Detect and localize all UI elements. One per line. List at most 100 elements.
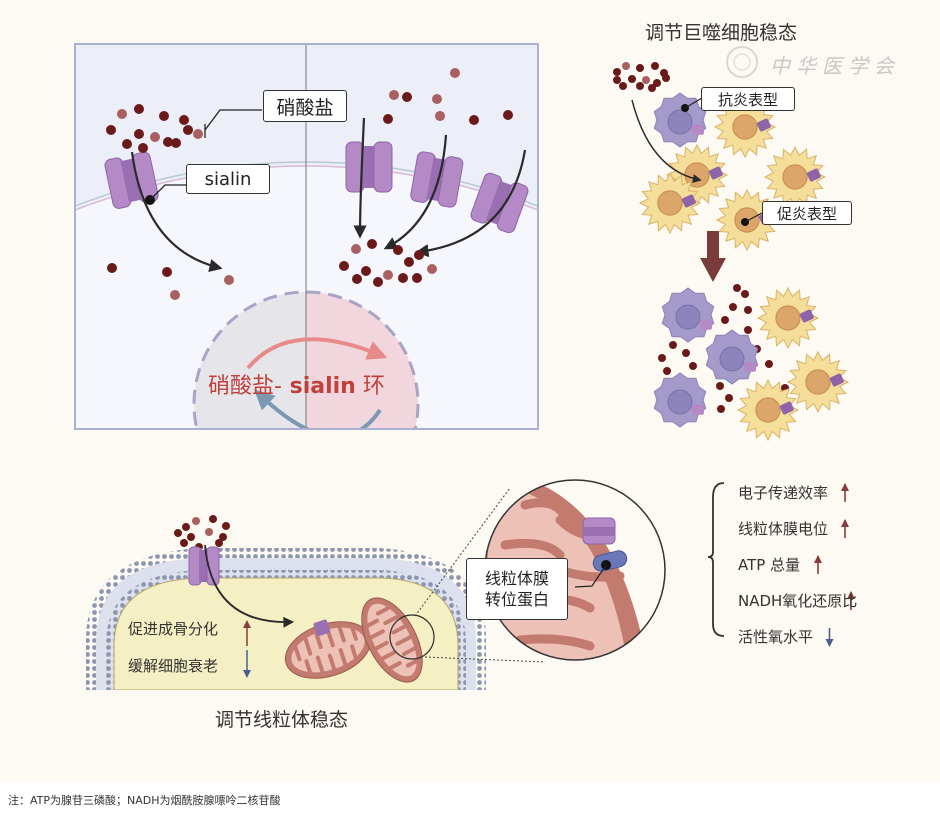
- effect-senescence: 缓解细胞衰老: [128, 657, 219, 675]
- nitrate-particle: [159, 111, 169, 121]
- down-arrow-icon: [825, 628, 834, 647]
- nitrate-particle: [450, 68, 460, 78]
- up-arrow-osteogenic: [243, 620, 251, 646]
- nitrate-particle: [182, 523, 190, 531]
- nitrate-particle: [351, 244, 361, 254]
- nitrate-particle: [162, 267, 172, 277]
- cycle-label-suffix: 环: [355, 374, 385, 399]
- sialin-label: sialin: [186, 164, 270, 194]
- nitrate-particle: [435, 111, 445, 121]
- effect-item: 活性氧水平: [738, 628, 814, 646]
- nitrate-particle: [414, 250, 424, 260]
- nitrate-particle: [628, 75, 636, 83]
- sialin-transporter-right-1: [345, 141, 393, 193]
- macrophage-pro-inflammatory: [638, 171, 702, 235]
- cycle-left-half: [194, 292, 306, 429]
- up-arrow-icon: [814, 555, 822, 574]
- nitrate-particle: [134, 104, 144, 114]
- nitrate-particle: [174, 529, 182, 537]
- nitrate-particle: [689, 362, 697, 370]
- anti-inflammatory-label-text: 抗炎表型: [717, 90, 778, 109]
- nitrate-sialin-panel: [75, 44, 538, 429]
- nitrate-particle: [339, 261, 349, 271]
- up-arrow-icon: [847, 591, 855, 610]
- nitrate-particle: [427, 264, 437, 274]
- nitrate-particle: [183, 125, 193, 135]
- macrophage-title: 调节巨噬细胞稳态: [645, 22, 798, 44]
- cycle-blue-arrow: [254, 389, 382, 429]
- nitrate-particle: [636, 64, 644, 72]
- transition-down-arrow: [700, 231, 726, 282]
- nitrate-particle: [744, 326, 752, 334]
- nitrate-particle: [716, 382, 724, 390]
- nitrate-particle: [352, 274, 362, 284]
- nitrate-particle: [717, 405, 725, 413]
- sialin-label-text: sialin: [204, 168, 252, 190]
- nitrate-particle: [642, 76, 650, 84]
- cycle-right-half: [306, 292, 418, 429]
- cell-transport-arrow: [204, 544, 295, 628]
- nitrate-particle: [733, 284, 741, 292]
- translocator-label-line2: 转位蛋白: [484, 590, 549, 609]
- nitrate-particle: [619, 82, 627, 90]
- macrophage-pro-inflammatory: [713, 95, 777, 159]
- nitrate-particle: [180, 539, 188, 547]
- nitrate-particle: [412, 273, 422, 283]
- nitrate-particle: [106, 125, 116, 135]
- nitrate-particle: [367, 239, 377, 249]
- effect-item: ATP 总量: [738, 556, 801, 574]
- nitrate-particle: [725, 394, 733, 402]
- nitrate-particle: [404, 257, 414, 267]
- nitrate-particle: [134, 129, 144, 139]
- nitrate-particle: [662, 74, 670, 82]
- nitrate-particle: [209, 515, 217, 523]
- nitrate-particle: [402, 92, 412, 102]
- nitrate-particle: [107, 263, 117, 273]
- nitrate-label-text: 硝酸盐: [276, 96, 334, 119]
- watermark-text: 中华医学会: [770, 54, 900, 78]
- nitrate-label: 硝酸盐: [263, 90, 347, 122]
- pro-inflammatory-label-text: 促炎表型: [776, 204, 837, 223]
- anti-inflammatory-label: 抗炎表型: [701, 87, 795, 111]
- up-arrow-icon: [841, 519, 849, 538]
- nitrate-particle: [651, 62, 659, 70]
- nitrate-particle: [613, 76, 621, 84]
- nitrate-particle: [215, 539, 223, 547]
- effect-osteogenic: 促进成骨分化: [128, 620, 219, 638]
- transport-arrow-right-3: [415, 149, 527, 258]
- nitrate-particle: [163, 137, 173, 147]
- nitrate-particle: [393, 245, 403, 255]
- nitrate-particle: [648, 84, 656, 92]
- nitrate-particle: [622, 62, 630, 70]
- nitrate-particle: [741, 290, 749, 298]
- nitrate-particle: [361, 266, 371, 276]
- effect-item: NADH氧化还原比: [738, 592, 858, 610]
- nitrate-particle: [224, 275, 234, 285]
- transport-arrow-left: [130, 151, 223, 272]
- nitrate-particle: [653, 79, 661, 87]
- nitrate-particle: [636, 82, 644, 90]
- nitrate-particle: [663, 367, 671, 375]
- translocator-label-line1: 线粒体膜: [484, 569, 549, 588]
- nitrate-leader-line: [204, 109, 262, 131]
- nitrate-particle: [383, 114, 393, 124]
- macrophage-group: [638, 92, 850, 442]
- zoom-source-circle: [389, 614, 435, 660]
- mitochondria-title: 调节线粒体稳态: [215, 709, 349, 731]
- effect-item: 线粒体膜电位: [738, 520, 829, 538]
- translocator-label: 线粒体膜 转位蛋白: [466, 558, 568, 620]
- zoom-line-top: [414, 487, 511, 617]
- sialin-transporter-right-3: [470, 172, 529, 234]
- sialin-transporter-cell: [188, 546, 220, 586]
- nitrate-particle: [729, 303, 737, 311]
- nitrate-particle: [669, 341, 677, 349]
- effect-item: 电子传递效率: [738, 484, 829, 502]
- transport-arrow-right-2: [383, 134, 448, 250]
- macrophage-anti-inflammatory: [653, 92, 707, 148]
- nitrate-particle: [138, 143, 148, 153]
- nitrate-particle: [205, 528, 213, 536]
- mitochondrion-1: [284, 619, 372, 679]
- figure-canvas: [74, 43, 855, 690]
- sialin-transporter-left: [104, 151, 159, 209]
- nitrate-particle: [682, 349, 690, 357]
